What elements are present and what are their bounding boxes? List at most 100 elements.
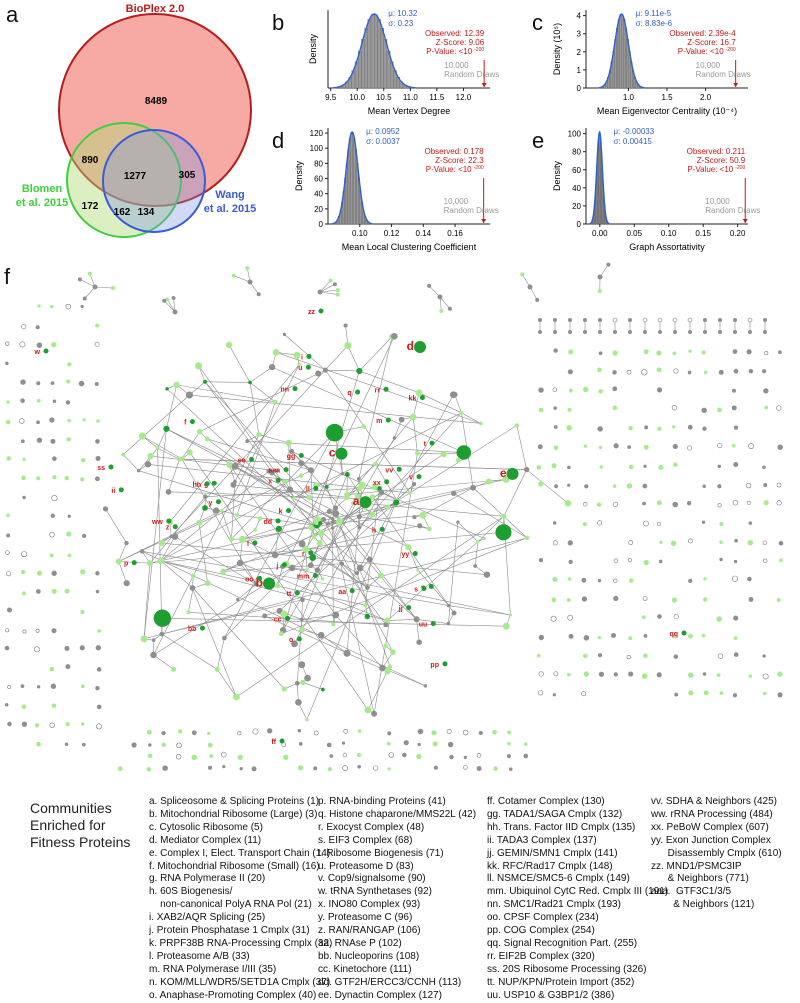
network-edge [284,334,325,370]
network-node [152,638,156,642]
network-edge [325,370,359,371]
network-edge [123,455,138,471]
pvalue-exponent: -200 [474,165,484,171]
network-node [181,456,184,459]
network-edge [188,588,193,612]
network-edge [250,382,259,434]
community-label: pp [430,662,439,669]
network-node [146,767,151,772]
histogram-bar [622,15,624,88]
network-node [111,286,115,290]
network-node [748,330,752,334]
network-node [536,465,541,470]
network-node [734,560,737,563]
network-node [328,767,332,771]
network-edge [144,563,150,639]
network-node [528,285,533,290]
legend-entry: gg. TADA1/SAGA Cmplx (132) [487,809,668,822]
network-node [717,484,721,488]
network-node [688,318,692,322]
network-node [237,560,243,566]
network-node [171,667,176,672]
network-node [688,371,692,375]
x-tick-label: 2.0 [700,93,712,102]
network-edge [250,382,275,402]
network-node [78,277,82,281]
draws-count: 10,000 [444,197,469,206]
legend-entry: Disassembly Cmplx (610) [651,848,782,861]
network-node [64,476,68,480]
x-tick-label: 1.5 [661,93,673,102]
network-node [402,753,407,758]
network-node [312,534,317,539]
network-node [295,681,300,686]
network-edge [387,619,416,620]
network-node [702,521,705,524]
network-node [553,330,557,334]
legend-entry: j. Protein Phosphatase 1 Cmplx (31) [149,925,332,938]
network-node [598,318,602,322]
network-node [96,724,101,729]
network-node [148,743,151,746]
legend-entry: v. Cop9/signalsome (90) [318,873,476,886]
network-node [627,483,633,489]
network-node [213,507,219,513]
mu-label: μ: 0.0952 [366,127,400,136]
network-node [116,559,122,565]
network-node [67,419,70,422]
network-node [410,414,417,421]
network-node [613,330,617,334]
legend-entry: rr. EIF2B Complex (320) [487,951,668,964]
legend-entry: a. Spliceosome & Splicing Proteins (1) [149,796,332,809]
network-node [82,743,86,747]
network-node [583,387,589,393]
network-node [174,382,180,388]
network-node [279,631,284,636]
network-node [7,722,12,727]
network-edge [357,395,453,573]
y-tick-label: 80 [572,148,581,157]
sigma-label: σ: 0.0037 [366,137,400,146]
network-node [763,330,767,334]
legend-entry: l. Proteasome A/B (33) [149,951,332,964]
network-node [778,350,782,354]
community-label: x [268,478,272,485]
network-node [451,491,456,496]
legend-entry: ff. Cotamer Complex (130) [487,796,668,809]
pvalue-label: P-Value: <10 [426,165,472,174]
network-node [384,643,388,647]
community-node [276,478,281,483]
network-node [459,411,463,415]
network-node [299,742,303,746]
legend-entry: aaa. GTF3C1/3/5 [651,886,782,899]
network-node [315,371,321,377]
network-node [66,379,70,383]
community-node [355,390,360,395]
community-label: xx [373,480,381,487]
y-tick-label: 120 [310,129,324,138]
community-label: dd [264,519,273,526]
community-label: z [166,525,170,532]
network-node [387,731,391,735]
network-node [83,418,86,421]
network-edge [321,635,347,653]
network-node [627,445,631,449]
network-node [763,559,767,563]
network-node [37,685,40,688]
network-node [318,521,322,525]
network-node [567,484,570,487]
network-node [36,381,40,385]
network-node [6,513,10,517]
network-node [614,579,618,583]
network-node [333,282,337,286]
network-node [209,754,213,758]
community-node [216,499,221,504]
community-node [350,588,355,593]
network-node [121,453,125,457]
network-node [747,501,751,505]
network-node [538,481,543,486]
network-node [507,754,511,758]
legend-column-4: vv. SDHA & Neighbors (425)ww. rRNA Proce… [651,796,782,912]
network-node [88,272,92,276]
